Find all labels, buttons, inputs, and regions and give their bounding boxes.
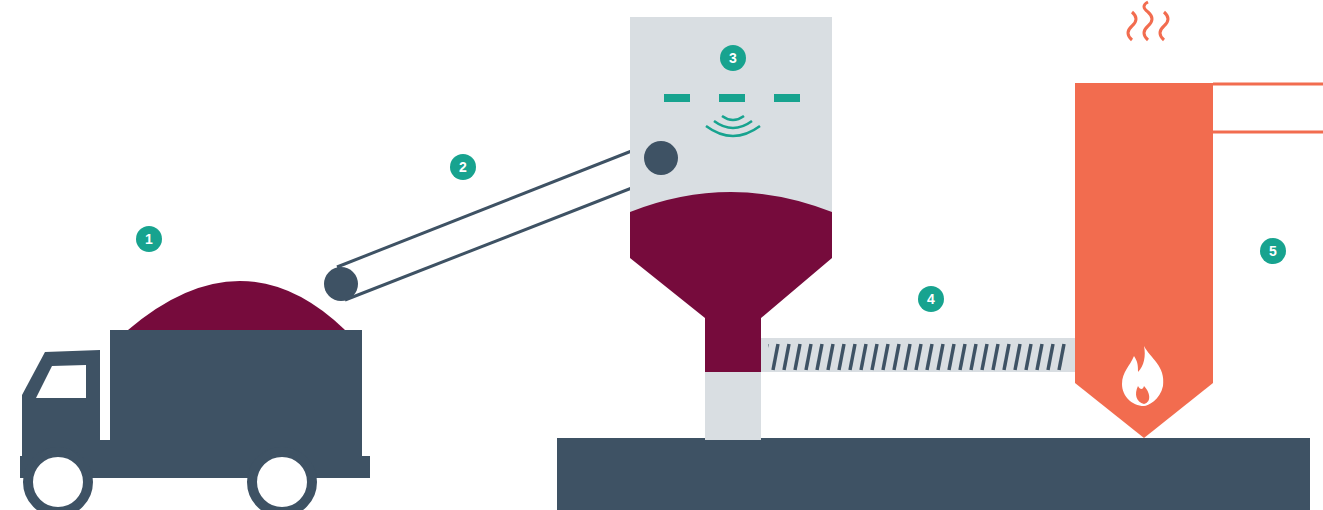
belt-conveyor: [337, 141, 665, 300]
belt-roller: [644, 141, 678, 175]
silo: [630, 17, 832, 440]
callout-number: 1: [136, 226, 162, 252]
callout-number: 4: [918, 286, 944, 312]
callout-number: 5: [1260, 238, 1286, 264]
ground-slab: [557, 438, 1310, 510]
level-sensor: [706, 116, 760, 136]
belt-roller: [324, 267, 358, 301]
screw-conveyor: [761, 338, 1079, 372]
heat-waves: [1128, 2, 1168, 40]
flame-icon: [1122, 346, 1163, 406]
truck: [20, 281, 370, 510]
boiler: [1075, 2, 1323, 438]
callout-number: 3: [720, 45, 746, 71]
material-pile: [128, 281, 345, 330]
callout-number: 2: [450, 154, 476, 180]
